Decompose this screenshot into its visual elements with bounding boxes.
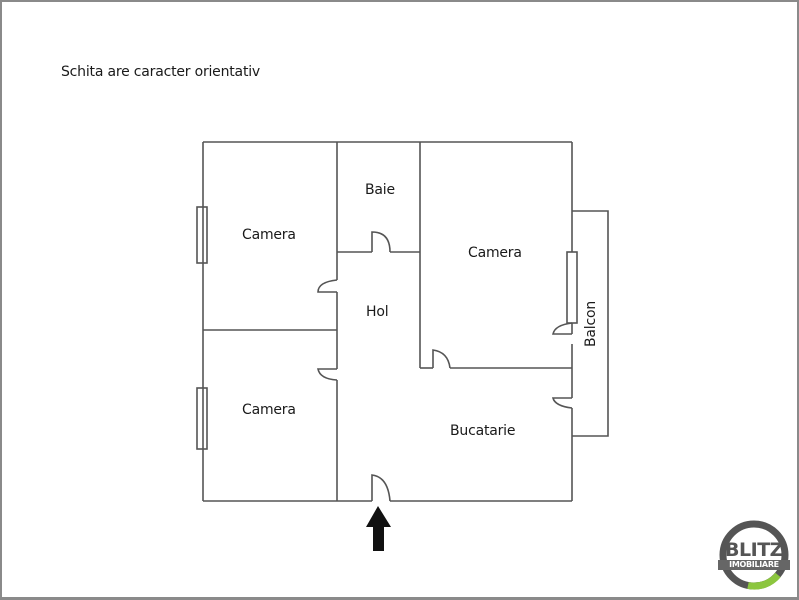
logo-ring-icon — [719, 520, 789, 590]
door-camera-lower-left — [317, 368, 338, 381]
door-baie — [371, 231, 391, 253]
disclaimer-note: Schita are caracter orientativ — [61, 64, 261, 80]
logo-brand: BLITZ — [725, 539, 783, 561]
blitz-logo: BLITZ IMOBILIARE — [718, 519, 790, 591]
room-label-camera-3: Camera — [242, 402, 296, 418]
door-balcony-upper — [552, 322, 573, 335]
room-label-hol: Hol — [366, 304, 389, 320]
window-left-lower — [196, 387, 208, 450]
room-label-balcon: Balcon — [583, 300, 600, 348]
window-right — [566, 251, 578, 324]
door-balcony-lower — [551, 397, 573, 409]
room-label-camera-1: Camera — [242, 227, 296, 243]
door-camera-right — [432, 349, 451, 369]
room-label-camera-2: Camera — [468, 245, 522, 261]
room-label-bucatarie: Bucatarie — [450, 423, 516, 439]
room-label-baie: Baie — [365, 182, 395, 198]
door-entrance — [371, 474, 391, 502]
entrance-arrow-icon — [366, 506, 391, 551]
window-left-upper — [196, 206, 208, 264]
door-camera-upper-left — [317, 279, 338, 293]
logo-subtitle: IMOBILIARE — [718, 560, 790, 570]
balcony-outline — [572, 210, 609, 437]
